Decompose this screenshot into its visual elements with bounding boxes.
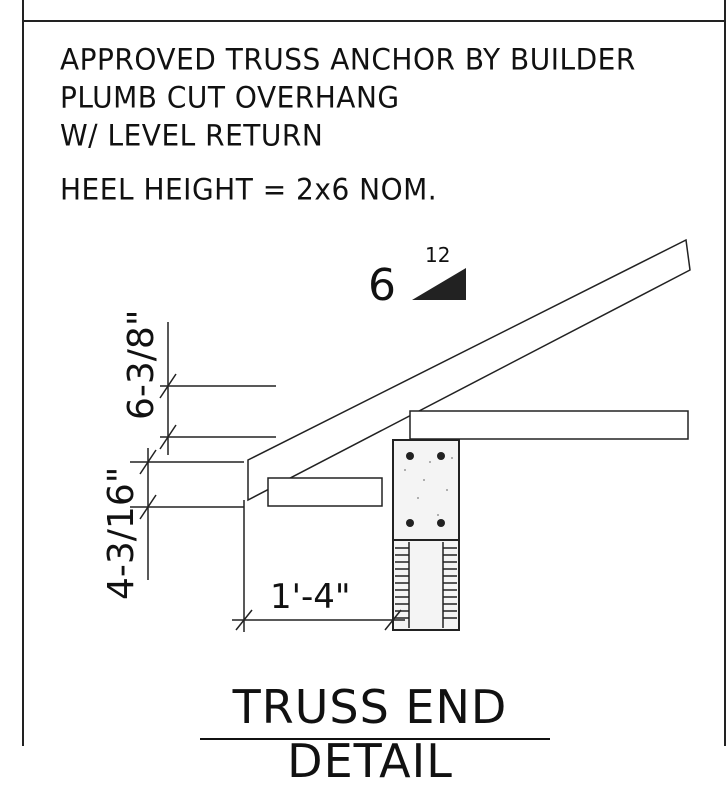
detail-title: TRUSS END DETAIL — [232, 680, 508, 788]
note-truss-anchor: APPROVED TRUSS ANCHOR BY BUILDER — [60, 42, 636, 77]
truss-detail-drawing: 6 12 6-3/8" 4-3/16" 1'-4" — [101, 238, 691, 632]
block-wall — [392, 539, 460, 631]
note-level-return: W/ LEVEL RETURN — [60, 118, 324, 153]
bond-beam — [392, 439, 460, 541]
lower-dim-lines — [130, 448, 244, 580]
sheet-top-border — [22, 20, 726, 22]
top-chord — [247, 238, 691, 502]
lower-vertical-dim: 4-3/16" — [101, 467, 142, 600]
bottom-chord — [409, 410, 689, 440]
note-plumb-cut: PLUMB CUT OVERHANG — [60, 80, 400, 115]
furring-strips-left — [395, 542, 410, 628]
rebar-dots — [406, 452, 445, 527]
upper-vertical-dim: 6-3/8" — [121, 310, 162, 420]
slope-rise-label: 6 — [368, 260, 396, 311]
level-return — [267, 477, 383, 507]
slope-run-label: 12 — [425, 243, 450, 267]
drawing-sheet — [22, 0, 726, 746]
note-heel-height: HEEL HEIGHT = 2x6 NOM. — [60, 172, 438, 207]
overhang-dim: 1'-4" — [270, 577, 351, 617]
slope-triangle — [412, 268, 466, 300]
overhang-dim-lines — [232, 500, 405, 632]
upper-dim-lines — [159, 322, 276, 455]
title-underline — [200, 738, 550, 740]
furring-strips-right — [442, 542, 457, 628]
